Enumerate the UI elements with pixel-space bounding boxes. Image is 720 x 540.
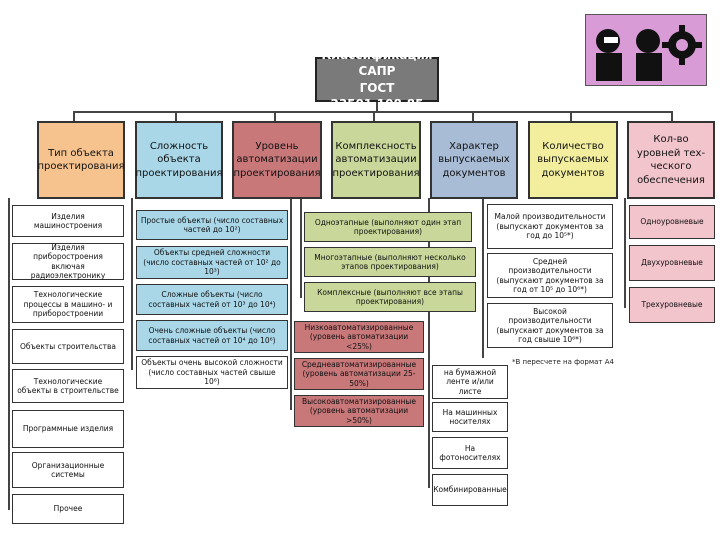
header-doc-quantity: Количество выпускаемых документов — [528, 121, 618, 199]
automation-level-item: Высокоавтоматизированные (уровень автома… — [294, 395, 424, 427]
doc-quantity-item: Высокой производительности (выпускают до… — [487, 303, 613, 348]
title-connector — [376, 102, 378, 112]
header-doc-character: Характер выпускаемых документов — [430, 121, 518, 199]
complexity-item: Сложные объекты (число составных частей … — [136, 284, 288, 315]
footnote: *В пересчете на формат А4 — [512, 358, 614, 366]
logo-gears-icon — [585, 14, 707, 86]
doc-character-item: На машинных носителях — [432, 402, 508, 432]
doc-quantity-item: Малой производительности (выпускают доку… — [487, 204, 613, 249]
connector — [373, 111, 375, 121]
complexity-item: Очень сложные объекты (число составных ч… — [136, 320, 288, 351]
spine-col5 — [428, 198, 430, 488]
diagram-title: Классификация САПР ГОСТ 23501.108-85 — [315, 48, 439, 111]
object-type-item: Технологические процессы в машино- и при… — [12, 286, 124, 323]
automation-level-item: Среднеавтоматизированные (уровень автома… — [294, 358, 424, 390]
header-tech-levels: Кол-во уровней тех-ческого обеспечения — [627, 121, 715, 199]
object-type-item: Программные изделия — [12, 410, 124, 448]
complexity-item: Объекты очень высокой сложности (число с… — [136, 356, 288, 389]
doc-character-item: На фотоносителях — [432, 437, 508, 469]
automation-scope-item: Комплексные (выполняют все этапы проекти… — [304, 282, 476, 312]
doc-character-item: на бумажной ленте и/или листе — [432, 365, 508, 399]
doc-quantity-item: Средней производительности (выпускают до… — [487, 253, 613, 298]
spine-col7 — [624, 198, 626, 308]
automation-level-item: Низкоавтоматизированные (уровень автомат… — [294, 321, 424, 353]
connector — [73, 111, 75, 121]
object-type-item: Организационные системы — [12, 452, 124, 488]
tech-level-item: Двухуровневые — [629, 245, 715, 281]
connector — [671, 111, 673, 121]
spine-col3 — [290, 198, 292, 410]
header-automation-level: Уровень автоматизации проектирования — [232, 121, 322, 199]
object-type-item: Объекты строительства — [12, 329, 124, 364]
header-complexity: Сложность объекта проектирования — [135, 121, 223, 199]
object-type-item: Изделия машиностроения — [12, 205, 124, 237]
complexity-item: Объекты средней сложности (число составн… — [136, 246, 288, 279]
header-object-type: Тип объекта проектирования — [37, 121, 125, 199]
tech-level-item: Трехуровневые — [629, 287, 715, 323]
automation-scope-item: Многоэтапные (выполняют несколько этапов… — [304, 247, 476, 277]
spine-col1 — [8, 198, 10, 510]
spine-col4 — [300, 198, 302, 298]
spine-col6 — [482, 198, 484, 358]
connector — [175, 111, 177, 121]
doc-character-item: Комбинированные — [432, 474, 508, 506]
automation-scope-item: Одноэтапные (выполняют один этап проекти… — [304, 212, 472, 242]
complexity-item: Простые объекты (число составных частей … — [136, 210, 288, 240]
header-complexity-automation: Комплексность автоматизации проектирован… — [331, 121, 421, 199]
object-type-item: Изделия приборостроения включая радиоэле… — [12, 243, 124, 280]
tech-level-item: Одноуровневые — [629, 205, 715, 239]
spine-col2 — [131, 198, 133, 370]
connector — [274, 111, 276, 121]
object-type-item: Технологические объекты в строительстве — [12, 369, 124, 403]
connector — [570, 111, 572, 121]
object-type-item: Прочее — [12, 494, 124, 524]
connector — [472, 111, 474, 121]
